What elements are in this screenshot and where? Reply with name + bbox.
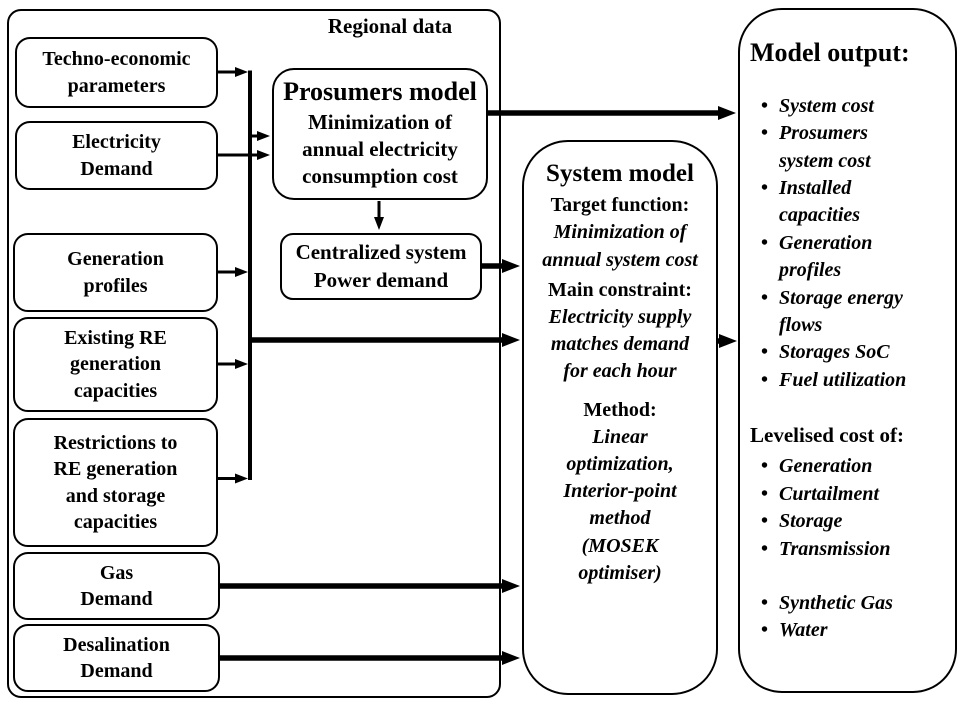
input-box-restrictions: Restrictions to RE generation and storag… <box>13 418 218 547</box>
output-item-label: Storages SoC <box>779 341 890 364</box>
output-item: • Storages SoC <box>750 339 947 366</box>
bullet-icon: • <box>760 94 768 117</box>
output-item: • System cost <box>750 93 947 120</box>
section-heading: Target function: <box>550 194 690 217</box>
output-item-label: Storage energy flows <box>779 286 903 336</box>
input-box-label: Desalination Demand <box>63 633 170 682</box>
levelised-item-label: Storage <box>779 510 843 533</box>
levelised-cost-list: • Generation • Curtailment • Storage • Trans… <box>750 453 947 644</box>
input-box-generation-profiles: Generation profiles <box>13 233 218 312</box>
levelised-item: • Water <box>750 617 947 644</box>
bullet-icon: • <box>760 122 768 145</box>
bullet-icon: • <box>760 510 768 533</box>
output-item: • Prosumers system cost <box>750 120 947 175</box>
model-output-box: Model output: • System cost • Prosumers sy… <box>738 8 957 693</box>
bullet-icon: • <box>760 591 768 614</box>
section-heading: Method: <box>583 398 657 421</box>
prosumers-model-box: Prosumers model Minimization of annual e… <box>272 68 488 200</box>
section-body: Linear optimization, Interior-point meth… <box>563 425 677 584</box>
input-box-label: Existing RE generation capacities <box>64 326 167 402</box>
bullet-icon: • <box>760 482 768 505</box>
system-model-section-target: Target function: Minimization of annual … <box>542 192 698 274</box>
levelised-item: • Generation <box>750 453 947 480</box>
input-box-desalination-demand: Desalination Demand <box>13 624 220 692</box>
model-output-list: • System cost • Prosumers system cost • Ins… <box>750 93 947 394</box>
prosumers-model-body: Minimization of annual electricity consu… <box>302 110 458 189</box>
centralized-system-box: Centralized system Power demand <box>280 233 482 300</box>
levelised-item: • Transmission <box>750 536 947 563</box>
levelised-item-label: Water <box>779 619 828 642</box>
bullet-icon: • <box>760 537 768 560</box>
levelised-item-label: Curtailment <box>779 482 880 505</box>
section-body: Minimization of annual system cost <box>542 221 698 271</box>
prosumers-model-title: Prosumers model <box>283 76 477 106</box>
levelised-item-label: Transmission <box>779 537 891 560</box>
output-item-label: System cost <box>779 94 874 117</box>
input-box-label: Gas Demand <box>80 561 153 610</box>
bullet-icon: • <box>760 619 768 642</box>
bullet-icon: • <box>760 231 768 254</box>
output-item: • Installed capacities <box>750 175 947 230</box>
levelised-item-label: Generation <box>779 455 873 478</box>
bullet-icon: • <box>760 176 768 199</box>
regional-data-container <box>7 9 501 698</box>
output-item-label: Prosumers system cost <box>779 122 871 172</box>
input-box-existing-re-capacities: Existing RE generation capacities <box>13 317 218 412</box>
system-model-title: System model <box>546 160 694 187</box>
input-box-electricity-demand: Electricity Demand <box>15 121 218 190</box>
section-body: Electricity supply matches demand for ea… <box>548 306 692 383</box>
centralized-system-label: Centralized system Power demand <box>295 240 467 292</box>
system-model-section-constraint: Main constraint: Electricity supply matc… <box>548 277 692 386</box>
bullet-icon: • <box>760 286 768 309</box>
input-box-gas-demand: Gas Demand <box>13 552 220 620</box>
output-item: • Storage energy flows <box>750 285 947 340</box>
input-box-label: Techno-economic parameters <box>42 48 191 97</box>
bullet-icon: • <box>760 341 768 364</box>
input-box-label: Restrictions to RE generation and storag… <box>53 431 178 533</box>
system-model-box: System model Target function: Minimizati… <box>522 140 718 695</box>
bullet-icon: • <box>760 455 768 478</box>
output-item: • Fuel utilization <box>750 367 947 394</box>
system-model-section-method: Method: Linear optimization, Interior-po… <box>563 397 676 587</box>
regional-data-label: Regional data <box>327 14 453 38</box>
section-heading: Main constraint: <box>548 278 692 301</box>
output-item-label: Generation profiles <box>779 231 873 282</box>
bullet-icon: • <box>760 368 768 391</box>
model-output-title: Model output: <box>750 38 910 67</box>
levelised-item: • Storage <box>750 508 947 535</box>
output-item-label: Fuel utilization <box>779 368 907 391</box>
output-item: • Generation profiles <box>750 230 947 285</box>
input-box-techno-economic: Techno-economic parameters <box>15 37 218 108</box>
output-item-label: Installed capacities <box>779 176 861 227</box>
levelised-item: • Synthetic Gas <box>750 590 947 617</box>
levelised-cost-heading: Levelised cost of: <box>750 423 904 448</box>
input-box-label: Electricity Demand <box>72 131 161 180</box>
input-box-label: Generation profiles <box>67 248 164 297</box>
levelised-item: • Curtailment <box>750 481 947 508</box>
levelised-item-label: Synthetic Gas <box>779 591 893 614</box>
